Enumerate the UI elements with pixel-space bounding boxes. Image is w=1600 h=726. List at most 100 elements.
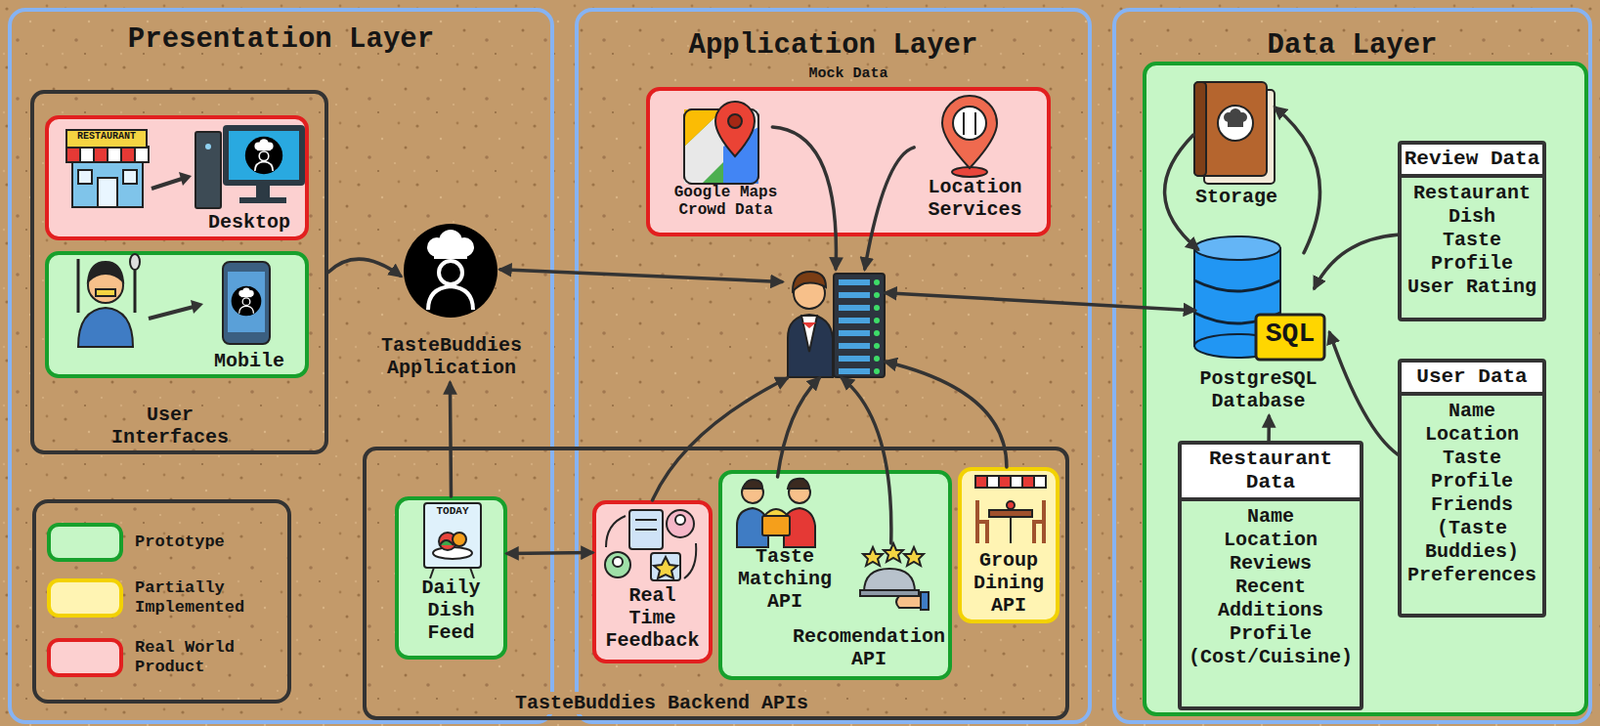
text-slot: Desktop xyxy=(197,211,302,234)
icon-label: TODAY xyxy=(428,505,477,519)
text-slot: SQL xyxy=(1257,318,1323,350)
text-slot: Recomendation API xyxy=(789,625,949,671)
table-row: Taste Profile xyxy=(1403,228,1541,276)
node-label: Application Layer xyxy=(578,29,1088,62)
recommendation-icon xyxy=(860,543,929,610)
node-label: PostgreSQL Database xyxy=(1182,367,1335,413)
location-icon xyxy=(942,95,997,177)
table-body: NameLocationTaste ProfileFriends (Taste … xyxy=(1401,395,1543,592)
text-slot: Storage xyxy=(1182,185,1291,209)
table-header: Restaurant Data xyxy=(1181,444,1360,502)
text-slot: Partially Implemented xyxy=(134,578,282,617)
connector-arrow xyxy=(841,378,891,544)
node-label: Desktop xyxy=(197,211,302,234)
table-row: Location xyxy=(1403,423,1541,447)
flow-arrow xyxy=(148,300,204,319)
connector-arrow xyxy=(772,127,836,269)
legend-swatch xyxy=(46,522,124,563)
database-icon xyxy=(1194,236,1325,360)
text-slot: TasteBuddies Backend APIs xyxy=(500,691,823,715)
storage-icon xyxy=(1194,82,1275,184)
daily-dish-icon xyxy=(424,503,481,579)
icon-label: RESTAURANT xyxy=(68,130,145,143)
desktop-icon xyxy=(195,125,305,209)
prototype-frame xyxy=(720,472,951,679)
table-row: Restaurant xyxy=(1403,181,1541,206)
data-table: Restaurant DataNameLocationReviewsRecent… xyxy=(1177,440,1364,711)
table-header: Review Data xyxy=(1401,144,1543,178)
legend-text: Partially Implemented xyxy=(134,578,282,617)
legend-swatch xyxy=(46,578,124,618)
text-slot: Group Dining API xyxy=(961,549,1056,617)
text-slot: Real World Product xyxy=(134,638,282,677)
table-row: Name xyxy=(1403,399,1541,424)
data-table: User DataNameLocationTaste ProfileFriend… xyxy=(1397,358,1547,618)
table-row: Friends (Taste Buddies) xyxy=(1403,493,1541,564)
table-title: User Data xyxy=(1403,365,1541,390)
table-body: RestaurantDishTaste ProfileUser Rating xyxy=(1401,177,1543,303)
icon-label: SQL xyxy=(1257,318,1323,350)
node-label: User Interfaces xyxy=(96,403,244,449)
table-row: Profile (Cost/Cuisine) xyxy=(1183,622,1358,670)
table-row: Location xyxy=(1183,528,1358,553)
table-row: Preferences xyxy=(1403,563,1541,588)
text-slot: Google Maps Crowd Data xyxy=(654,183,797,220)
person-icon xyxy=(78,254,140,347)
node-label: TasteBuddies Application xyxy=(374,334,529,380)
node-label: Google Maps Crowd Data xyxy=(654,183,797,220)
group-dining-icon xyxy=(975,475,1046,544)
text-slot: PostgreSQL Database xyxy=(1182,367,1335,413)
connector-arrow xyxy=(500,269,782,283)
table-row: Name xyxy=(1183,505,1358,529)
connector-arrow xyxy=(885,361,1007,468)
text-slot: TasteBuddies Application xyxy=(374,334,529,380)
prototype-frame xyxy=(1144,63,1587,715)
phone-icon xyxy=(222,261,270,345)
legend-text: Prototype xyxy=(134,532,282,553)
connector-arrow xyxy=(864,147,914,269)
text-slot: Location Services xyxy=(904,175,1046,221)
text-slot: Application Layer xyxy=(578,29,1088,62)
text-slot: Data Layer xyxy=(1116,29,1589,62)
node-label: Data Layer xyxy=(1116,29,1589,62)
table-body: NameLocationReviewsRecent AdditionsProfi… xyxy=(1181,501,1360,674)
node-label: Group Dining API xyxy=(961,549,1056,617)
feedback-icon xyxy=(605,510,696,581)
text-slot: Mobile xyxy=(200,349,299,373)
data-table: Review DataRestaurantDishTaste ProfileUs… xyxy=(1397,140,1547,322)
taste-matching-icon xyxy=(736,478,816,548)
node-label: Daily Dish Feed xyxy=(398,576,504,645)
text-slot: Mock Data xyxy=(649,65,1047,83)
text-slot: Prototype xyxy=(134,532,282,553)
node-label: Location Services xyxy=(904,175,1046,221)
node-label: Taste Matching API xyxy=(724,545,846,613)
table-title: Restaurant Data xyxy=(1183,447,1358,495)
restaurant-icon xyxy=(66,129,149,208)
connector-arrow xyxy=(449,383,451,497)
legend-frame xyxy=(34,501,290,702)
node-label: Mock Data xyxy=(649,65,1047,83)
table-row: Reviews xyxy=(1183,552,1358,576)
table-row: Recent Additions xyxy=(1183,575,1358,623)
connector-arrow xyxy=(652,378,788,501)
group-box: TasteBuddies Backend APIs Daily Dish Feed… xyxy=(362,446,1070,721)
connector-arrow xyxy=(1275,107,1321,254)
text-slot: RESTAURANT xyxy=(68,130,145,143)
text-slot: User Interfaces xyxy=(96,403,244,449)
table-row: Dish xyxy=(1403,205,1541,229)
flow-arrow xyxy=(151,172,192,189)
connector-arrow xyxy=(885,293,1195,311)
text-slot: Presentation Layer xyxy=(11,23,551,56)
app-logo xyxy=(403,223,498,318)
node-label: Mobile xyxy=(200,349,299,373)
table-title: Review Data xyxy=(1403,147,1541,172)
table-row: Taste Profile xyxy=(1403,446,1541,494)
connector-arrow xyxy=(507,552,593,554)
layer-panel: Data LayerStoragePostgreSQL DatabaseRevi… xyxy=(1112,7,1593,725)
server-icon xyxy=(787,271,885,378)
text-slot: Taste Matching API xyxy=(724,545,846,613)
connector-arrow xyxy=(1165,134,1199,250)
api-node: Taste Matching API xyxy=(724,476,846,624)
api-box: Group Dining API xyxy=(957,467,1060,624)
